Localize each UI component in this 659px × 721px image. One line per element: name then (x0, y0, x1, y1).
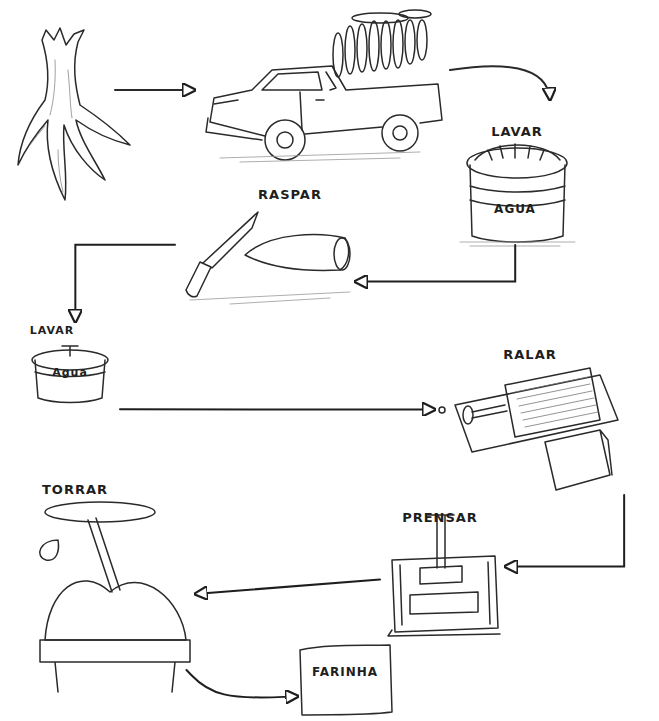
bucket (35, 360, 105, 403)
flow-arrow (75, 245, 175, 322)
cassava-end (334, 238, 350, 270)
oven-handle (88, 518, 120, 592)
container-label: AGUA (494, 202, 536, 216)
step-label: RALAR (503, 347, 556, 362)
wash-step: LAVAR AGUA (460, 118, 575, 245)
container-label: Agua (52, 366, 88, 379)
shadow (190, 292, 350, 304)
shadow (460, 242, 575, 246)
flow-arrow (120, 408, 435, 410)
cassava-piece (245, 235, 349, 271)
press-plate (410, 566, 478, 614)
grater-drum (505, 368, 600, 437)
truck-shadow (220, 152, 420, 162)
step-label: FARINHA (312, 665, 378, 679)
grate-step: RALAR (435, 345, 630, 495)
cassava-root (18, 28, 130, 200)
wash-step: LAVAR Agua (25, 322, 120, 412)
flow-arrow (505, 495, 624, 567)
truck-door (300, 92, 324, 130)
truck-body (210, 66, 442, 136)
step-label: LAVAR (30, 324, 75, 337)
truck-window (262, 72, 336, 90)
truck-wheel (277, 132, 293, 148)
flow-arrow (195, 580, 380, 595)
flow-arrow (355, 245, 515, 282)
truck-bumper (206, 100, 262, 140)
bucket-knob (62, 346, 78, 356)
flour-box (300, 645, 392, 715)
step-label: LAVAR (491, 124, 543, 139)
arrow (450, 66, 550, 100)
truck-wheel (265, 120, 305, 160)
knife (186, 212, 258, 297)
truck-wheel (393, 126, 407, 140)
grater-pulley (463, 406, 473, 424)
step-label: TORRAR (42, 482, 108, 497)
cassava-load (333, 10, 431, 77)
arrow (115, 89, 195, 91)
bucket-lid (475, 144, 560, 160)
oven-paddle (45, 502, 155, 522)
grater-axle (472, 405, 507, 418)
oven-hook (40, 540, 59, 560)
oven-cone (45, 581, 186, 640)
grater-dot (439, 407, 445, 413)
press-frame (388, 556, 500, 636)
bucket (470, 165, 565, 242)
step-label: RASPAR (258, 187, 322, 202)
truck-wheel (382, 115, 418, 151)
flow-arrow (187, 670, 299, 698)
grater-teeth (515, 377, 598, 427)
root-texture (30, 60, 72, 192)
flour-box: FARINHA (298, 640, 393, 715)
oven-base (40, 640, 190, 692)
toast-step: TORRAR (25, 480, 195, 670)
grater-motor (545, 430, 612, 490)
peel-step: RASPAR (175, 185, 355, 300)
press-step: PRENSAR (380, 508, 505, 638)
step-label: PRENSAR (402, 510, 478, 525)
